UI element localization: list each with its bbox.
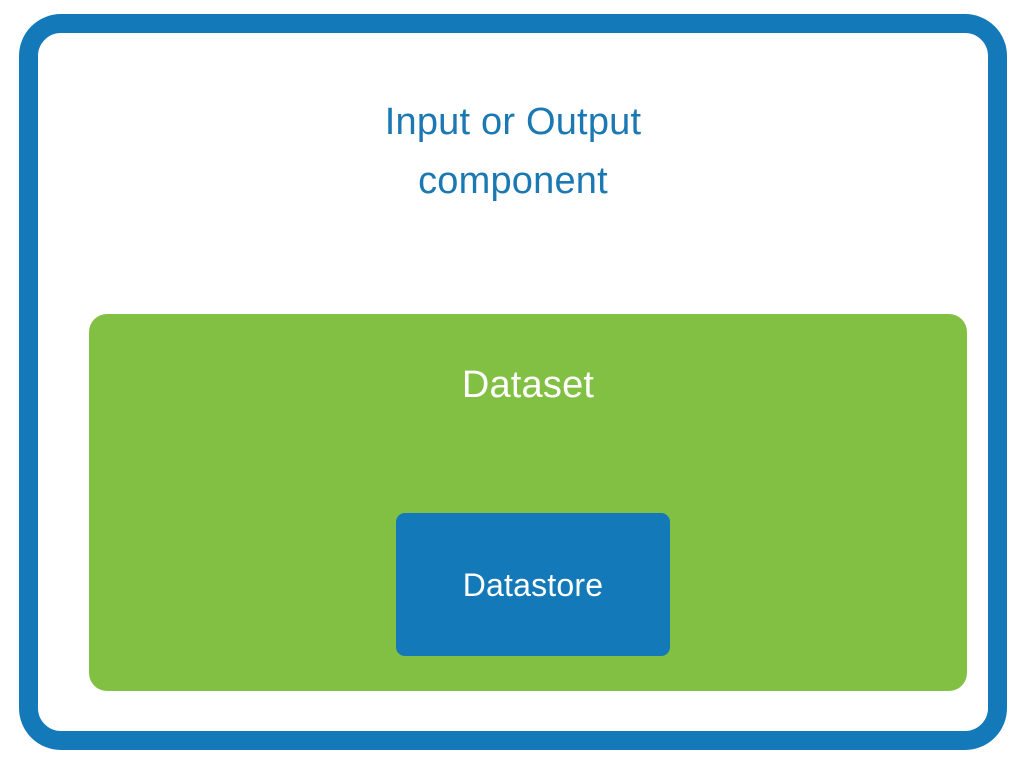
dataset-label: Dataset: [461, 364, 595, 406]
dataset-block[interactable]: Dataset Datastore: [89, 314, 967, 691]
datastore-label: Datastore: [462, 566, 604, 603]
input-output-component-block[interactable]: Input or Output component Dataset Datast…: [19, 14, 1007, 750]
component-title: Input or Output component: [384, 101, 642, 202]
datastore-block[interactable]: Datastore: [396, 513, 670, 656]
